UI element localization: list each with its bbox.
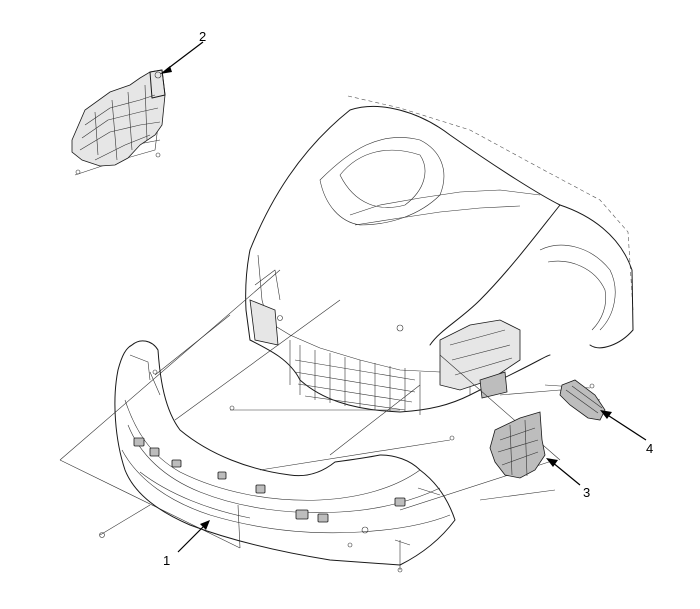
- rear-bumper-cover: [99, 340, 456, 573]
- callout-3: 3: [583, 485, 590, 500]
- leader-lines: [160, 41, 647, 553]
- under-cover: [71, 69, 166, 175]
- callout-4: 4: [646, 441, 653, 456]
- callout-2: 2: [199, 29, 206, 44]
- side-bracket: [489, 411, 546, 479]
- callout-1: 1: [163, 553, 170, 568]
- vehicle-body: [245, 95, 634, 441]
- mounting-rail: [559, 379, 606, 421]
